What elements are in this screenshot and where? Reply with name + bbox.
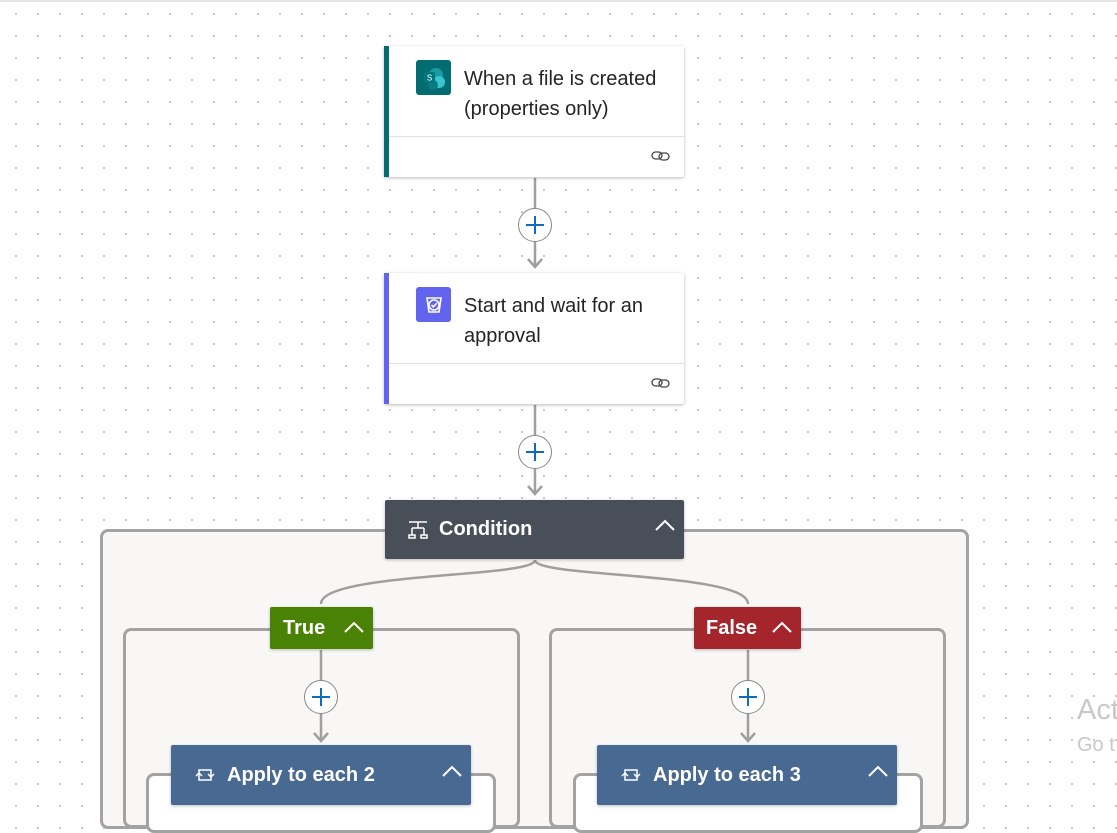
add-step-button-1[interactable]	[518, 208, 552, 242]
trigger-title-line1: When a file is created	[464, 68, 657, 90]
condition-header[interactable]: Condition	[385, 500, 684, 559]
chevron-up-icon[interactable]	[771, 620, 793, 634]
true-branch-header[interactable]: True	[270, 607, 373, 649]
svg-text:S: S	[426, 73, 431, 82]
trigger-divider	[389, 136, 684, 137]
apply-to-each-2-header[interactable]: Apply to each 2	[171, 745, 471, 805]
approvals-icon	[416, 287, 451, 322]
chevron-up-icon[interactable]	[343, 620, 365, 634]
plus-icon	[526, 216, 544, 234]
trigger-card[interactable]: S When a file is created (properties onl…	[384, 46, 684, 177]
trigger-accent	[384, 46, 389, 177]
condition-label: Condition	[439, 518, 533, 540]
top-border	[0, 0, 1117, 2]
apply-to-each-3-label: Apply to each 3	[653, 763, 801, 786]
true-branch-label: True	[283, 616, 326, 639]
chevron-up-icon[interactable]	[654, 518, 676, 532]
plus-icon	[526, 443, 544, 461]
loop-icon	[195, 769, 215, 781]
activation-watermark-title: Act	[1077, 694, 1117, 726]
add-action-false-button[interactable]	[731, 680, 765, 714]
apply-to-each-3-header[interactable]: Apply to each 3	[597, 745, 897, 805]
add-action-true-button[interactable]	[304, 680, 338, 714]
chevron-up-icon[interactable]	[441, 764, 463, 778]
link-icon[interactable]	[651, 149, 671, 168]
apply-to-each-2-label: Apply to each 2	[227, 763, 375, 786]
approval-title-line1: Start and wait for an	[464, 295, 643, 317]
loop-icon	[621, 769, 641, 781]
approval-card[interactable]: Start and wait for an approval	[384, 273, 684, 404]
approval-accent	[384, 273, 389, 404]
link-icon[interactable]	[651, 376, 671, 395]
trigger-title: When a file is created (properties only)	[464, 64, 674, 124]
add-step-button-2[interactable]	[518, 435, 552, 469]
chevron-up-icon[interactable]	[867, 764, 889, 778]
sharepoint-icon: S	[416, 60, 451, 95]
approval-title-line2: approval	[464, 325, 541, 347]
trigger-title-line2: (properties only)	[464, 98, 609, 120]
plus-icon	[312, 688, 330, 706]
condition-icon	[408, 520, 428, 539]
activation-watermark-subtitle: Go t	[1077, 734, 1115, 756]
plus-icon	[739, 688, 757, 706]
approval-divider	[389, 363, 684, 364]
false-branch-header[interactable]: False	[694, 607, 801, 649]
false-branch-label: False	[706, 616, 758, 639]
approval-title: Start and wait for an approval	[464, 291, 674, 351]
